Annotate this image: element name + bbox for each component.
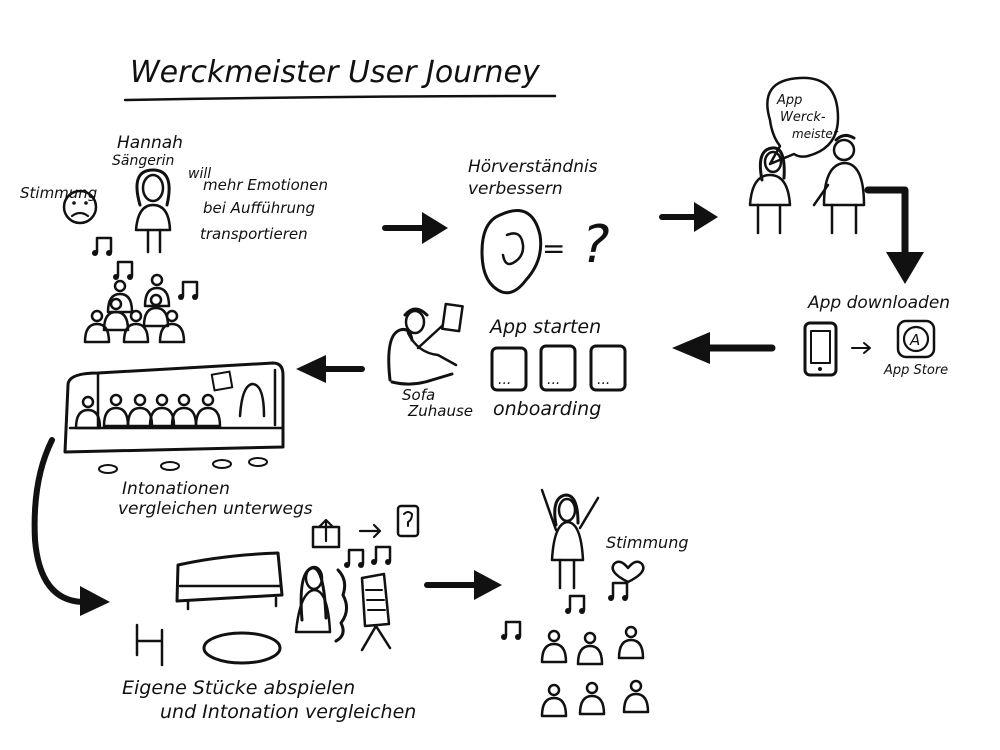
ear-label-line2: verbessern	[468, 179, 563, 199]
step-practice: Eigene Stücke abspielen und Intonation v…	[122, 504, 420, 723]
speech-bubble	[766, 76, 840, 166]
commute-label-line2: vergleichen unterwegs	[118, 499, 313, 519]
step-start: Sofa Zuhause App starten ... ... ... onb…	[387, 302, 627, 420]
start-label: App starten	[488, 316, 601, 338]
ear-icon	[480, 209, 543, 295]
bubble-line1: App	[776, 93, 802, 108]
persona-goal-line1: will	[188, 166, 211, 182]
arrow-commute-to-practice	[31, 437, 110, 616]
screen-dots-3: ...	[597, 372, 610, 388]
sofa-label-line2: Zuhause	[407, 402, 473, 420]
practice-label-line2: und Intonation vergleichen	[160, 701, 416, 723]
onboarding-screens: ... ... ...	[490, 344, 627, 392]
persona-goal-line2: mehr Emotionen	[203, 176, 328, 194]
persona-figure-small	[748, 146, 792, 235]
persona-goal-line3: bei Aufführung	[203, 199, 315, 217]
onboarding-screen-1	[490, 346, 528, 392]
practice-notes-icon-2	[369, 545, 393, 567]
question-mark-icon: ?	[582, 215, 610, 275]
arrow-ear-to-recommend	[659, 202, 718, 232]
singer-with-stand-icon	[294, 565, 392, 652]
ear-label-line1: Hörverständnis	[468, 157, 598, 177]
audience-icon	[83, 273, 186, 344]
arrow-persona-to-ear	[382, 212, 448, 244]
arrow-practice-to-result	[424, 570, 502, 600]
performer-figure	[540, 488, 600, 590]
bubble-line3: meister	[792, 127, 839, 141]
upload-box-icon	[311, 518, 341, 549]
smartphone-icon	[803, 321, 838, 377]
step-persona: Stimmung Hannah Sängerin will mehr Emoti…	[20, 133, 328, 344]
persona-role: Sängerin	[112, 153, 174, 169]
heart-icon	[611, 560, 645, 584]
music-notes-icon	[90, 236, 200, 302]
result-mood-label: Stimmung	[606, 533, 688, 552]
screen-dots-2: ...	[547, 372, 560, 388]
journey-title: Werckmeister User Journey	[130, 55, 541, 90]
practice-small-arrow	[358, 523, 382, 539]
step-result: Stimmung	[499, 488, 688, 718]
onboarding-label: onboarding	[493, 398, 601, 420]
result-notes-icon	[499, 581, 630, 642]
title-underline	[123, 94, 557, 102]
app-store-icon: A	[896, 319, 936, 359]
step-recommend: App Werck- meister	[748, 76, 866, 235]
ear-equals: =	[542, 232, 565, 265]
arrow-download-to-start	[672, 332, 776, 364]
persona-mood-label: Stimmung	[20, 184, 97, 202]
train-icon	[63, 361, 285, 474]
arrow-start-to-commute	[296, 355, 365, 383]
onboarding-screen-3	[589, 344, 627, 392]
happy-audience-icon	[540, 625, 650, 718]
sad-face-icon	[62, 189, 98, 225]
persona-name: Hannah	[117, 133, 183, 153]
arrow-recommend-to-download	[864, 186, 924, 284]
app-store-label: App Store	[883, 363, 948, 378]
phone-app-icon	[396, 504, 420, 538]
step-ear: Hörverständnis verbessern = ?	[468, 157, 610, 295]
chair-icon	[135, 623, 164, 667]
screen-dots-1: ...	[498, 372, 511, 388]
step-download: App downloaden A App Store	[803, 293, 950, 378]
download-label: App downloaden	[807, 293, 950, 313]
step-commute: Intonationen vergleichen unterwegs	[63, 361, 313, 519]
sofa-person-icon	[387, 302, 464, 386]
singer-figure	[134, 168, 172, 254]
onboarding-screen-2	[539, 344, 577, 392]
bubble-line2: Werck-	[780, 110, 826, 125]
download-small-arrow	[851, 342, 871, 354]
teacher-figure	[812, 133, 866, 235]
persona-goal-line4: transportieren	[200, 225, 308, 243]
sofa-icon	[175, 551, 284, 611]
practice-label-line1: Eigene Stücke abspielen	[122, 677, 355, 699]
practice-notes-icon	[342, 548, 366, 570]
app-store-glyph: A	[909, 331, 920, 349]
table-icon	[202, 631, 282, 665]
sofa-label-line1: Sofa	[402, 386, 435, 404]
commute-label-line1: Intonationen	[122, 479, 230, 499]
